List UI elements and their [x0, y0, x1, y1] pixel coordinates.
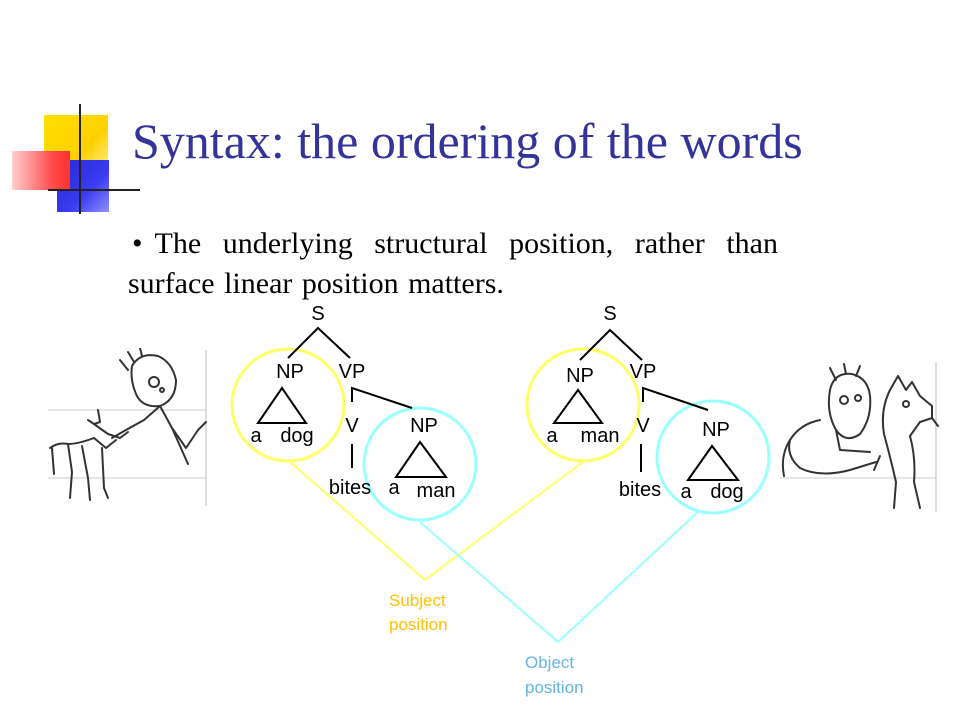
object-noun: man [417, 480, 456, 502]
slide-title: Syntax: the ordering of the words [132, 113, 803, 169]
node-obj-np: NP [702, 419, 730, 441]
subject-position-label: Subject position [389, 591, 448, 634]
object-det: a [388, 477, 400, 499]
branch-s [287, 326, 351, 359]
bullet-dot: • [132, 227, 143, 260]
verb: bites [619, 479, 661, 501]
subject-det: a [250, 425, 262, 447]
branch-vp [351, 386, 413, 409]
node-v: V [636, 415, 650, 437]
deco-red-square [12, 151, 70, 190]
object-triangle [686, 444, 741, 481]
object-connectors [419, 509, 701, 643]
object-circle [655, 399, 771, 515]
svg-text:position: position [525, 678, 584, 697]
subject-triangle [552, 388, 604, 424]
node-vp: VP [339, 361, 366, 383]
deco-vertical-line [79, 104, 81, 214]
tree-dog-bites-man: S NP VP a dog V bites NP a man [230, 303, 478, 522]
tree-man-bites-dog: S NP VP a man V bites NP a dog [525, 303, 771, 515]
node-np: NP [276, 361, 304, 383]
object-circle [362, 406, 478, 522]
object-position-label: Object position [525, 653, 584, 697]
subject-circle [230, 347, 346, 463]
bullet-text: The underlying structural position, rath… [128, 227, 778, 300]
node-s: S [311, 303, 324, 325]
object-noun: dog [710, 481, 743, 503]
branch-vp [642, 386, 709, 411]
node-vp: VP [630, 361, 657, 383]
node-obj-np: NP [410, 415, 438, 437]
subject-det: a [546, 425, 558, 447]
node-np: NP [566, 365, 594, 387]
subject-noun: dog [280, 425, 313, 447]
branch-s [579, 328, 643, 361]
node-s: S [603, 303, 616, 325]
sketch-dog-bites-man [48, 348, 207, 506]
subject-triangle [256, 386, 308, 424]
subject-noun: man [581, 425, 620, 447]
svg-text:Subject: Subject [389, 591, 446, 610]
subject-connectors [287, 459, 584, 581]
object-triangle [394, 440, 448, 478]
deco-horizontal-line [48, 189, 140, 191]
object-det: a [680, 481, 692, 503]
svg-text:position: position [389, 615, 448, 634]
subject-circle [525, 347, 641, 463]
verb: bites [329, 477, 371, 499]
bullet-point: •The underlying structural position, rat… [128, 224, 778, 304]
node-v: V [345, 415, 359, 437]
sketch-man-bites-dog [780, 362, 939, 512]
svg-text:Object: Object [525, 653, 574, 672]
